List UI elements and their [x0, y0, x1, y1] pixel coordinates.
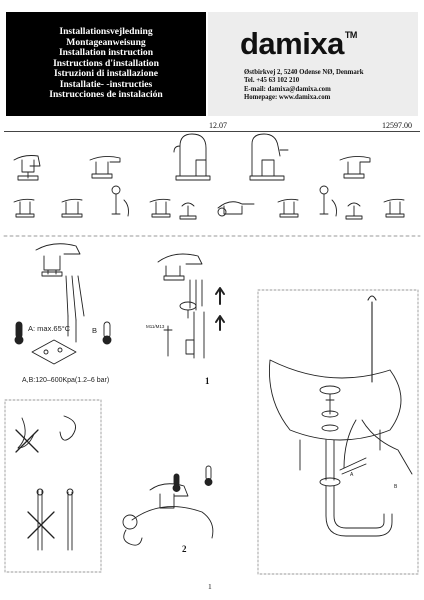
doc-number: 12597.00 — [382, 121, 412, 130]
part-code: M11/M13 — [146, 324, 165, 329]
faucet-model-6 — [13, 198, 35, 218]
hose-wrong-bent — [27, 488, 55, 551]
step-2-number: 2 — [182, 544, 187, 554]
faucet-model-2 — [89, 155, 121, 179]
title-fr: Instructions d'installation — [53, 57, 159, 69]
hose-right-loop — [59, 415, 77, 441]
step1-tools — [163, 311, 225, 359]
shower-hand-set — [111, 185, 129, 217]
faucet-model-3 — [173, 133, 211, 181]
temp-label: A: max.65°C — [28, 324, 71, 333]
thermometer-cold-2 — [204, 465, 213, 486]
header-divider — [4, 131, 420, 132]
drain-panel — [257, 289, 419, 575]
doc-date: 12.07 — [209, 121, 227, 130]
thermometer-cold — [102, 321, 112, 345]
bidet-mixer — [179, 202, 197, 220]
label-b: B — [92, 326, 97, 335]
bath-mixer — [217, 201, 255, 217]
drain-pipe — [319, 439, 393, 537]
title-block: Installationsvejledning Montageanweisung… — [6, 12, 206, 116]
hoses — [343, 419, 413, 475]
brand-block: damixaTM Østbirkvej 2, 5240 Odense NØ, D… — [208, 12, 418, 116]
damixa-logo: damixaTM — [240, 26, 357, 61]
address-email: E-mail: damixa@damixa.com — [244, 85, 331, 93]
hose-a-label: A — [350, 472, 354, 478]
address-street: Østbirkvej 2, 5240 Odense NØ, Denmark — [244, 69, 364, 76]
step2-illustration — [122, 483, 214, 546]
faucet-model-10 — [383, 198, 405, 218]
title-it: Istruzioni di installazione — [54, 68, 158, 80]
pressure-label: A,B:120–600Kpa(1.2–6 bar) — [22, 377, 109, 384]
drain-rod — [367, 295, 377, 383]
title-da: Installationsvejledning — [59, 25, 153, 37]
faucet-model-8 — [149, 198, 171, 218]
address-homepage: Homepage: www.damixa.com — [244, 93, 331, 101]
faucet-model-9 — [277, 198, 299, 218]
hose-wrong-twisted — [15, 417, 39, 453]
address-phone: Tel. +45 63 102 210 — [244, 77, 300, 85]
step-1-number: 1 — [205, 376, 210, 386]
company-address: Østbirkvej 2, 5240 Odense NØ, Denmark Te… — [244, 69, 364, 102]
hose-b-label: B — [394, 484, 398, 490]
title-es: Instrucciones de instalación — [49, 89, 163, 101]
page-number: 1 — [208, 582, 212, 591]
step1-nut — [179, 301, 197, 319]
thermometer-hot-2 — [172, 473, 181, 492]
title-en: Installation instruction — [58, 47, 154, 59]
thermometer-hot — [14, 321, 24, 345]
pop-up-plug — [319, 385, 341, 432]
shower-hand-set-2 — [319, 185, 337, 217]
mounting-plate — [31, 339, 77, 365]
faucet-model-7 — [61, 198, 83, 218]
basin — [269, 359, 402, 471]
faucet-model-4 — [249, 133, 289, 181]
bidet-mixer-2 — [345, 202, 363, 220]
hose-right-straight — [66, 488, 74, 551]
faucet-model-1 — [13, 155, 41, 181]
faucet-with-hoses — [35, 243, 85, 343]
title-de: Montageanweisung — [66, 36, 146, 48]
hose-panel — [4, 399, 102, 573]
step1-faucet — [157, 253, 203, 311]
title-nl: Installatie- -instructies — [59, 78, 153, 90]
faucet-model-5 — [339, 155, 371, 179]
step1-arrow-up — [215, 287, 225, 305]
